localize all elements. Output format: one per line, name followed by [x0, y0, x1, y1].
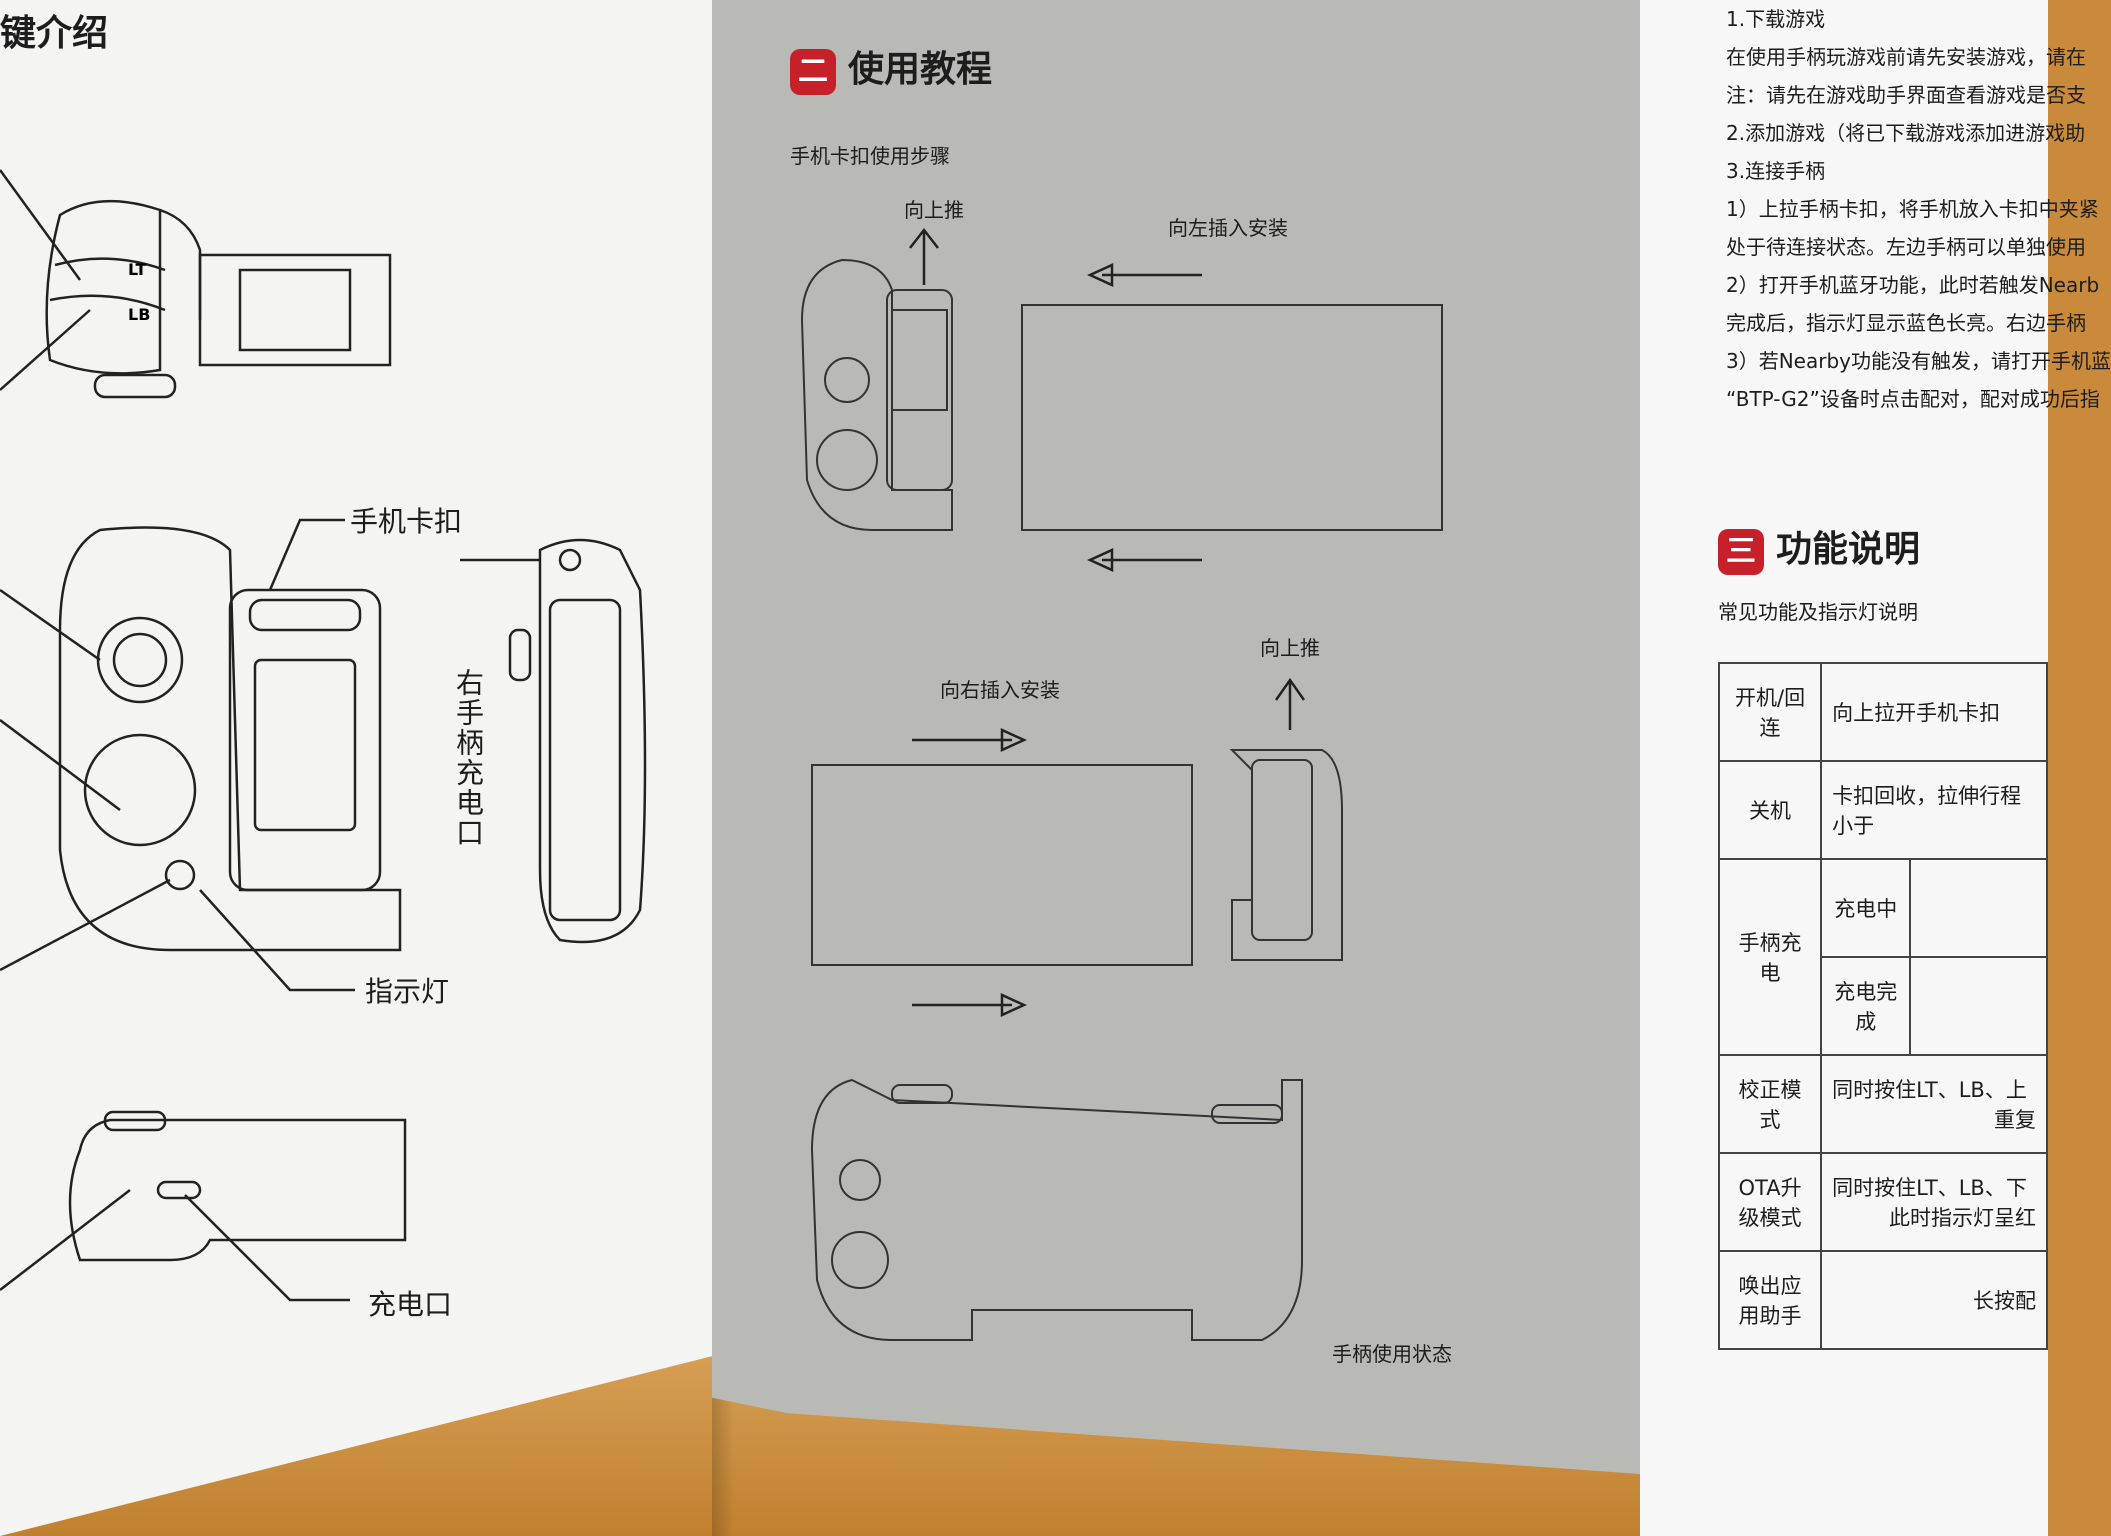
table-cell: OTA升级模式	[1717, 1152, 1823, 1252]
step-three-illustration	[810, 1078, 1303, 1341]
step-line: 在使用手柄玩游戏前请先安装游戏，请在	[1726, 45, 2086, 69]
push-up-label-2: 向上推	[1260, 636, 1320, 660]
function-subheading: 常见功能及指示灯说明	[1718, 600, 1918, 624]
tutorial-heading-row: 二使用教程	[790, 40, 992, 95]
function-heading-row: 三功能说明	[1718, 520, 1920, 575]
lt-button-label: LT	[128, 260, 147, 279]
table-cell: 开机/回连	[1717, 662, 1823, 762]
controller-top-view-illustration: LT LB	[0, 169, 392, 399]
calibration-desc-line: 重复	[1994, 1108, 2036, 1132]
insert-right-label: 向右插入安装	[940, 678, 1060, 702]
calibration-desc-line: 同时按住LT、LB、上	[1832, 1078, 2027, 1102]
step-line: 注：请先在游戏助手界面查看游戏是否支	[1726, 83, 2086, 107]
ota-desc-line: 同时按住LT、LB、下	[1832, 1176, 2027, 1200]
step-line: 1.下载游戏	[1726, 7, 1826, 31]
table-cell: 手柄充电	[1717, 858, 1823, 1056]
table-row: 关机 卡扣回收，拉伸行程小于	[1717, 760, 2048, 860]
section-three-badge: 三	[1718, 529, 1764, 575]
table-cell: 校正模式	[1717, 1054, 1823, 1154]
function-table: 开机/回连 向上拉开手机卡扣 关机 卡扣回收，拉伸行程小于 手柄充电 充电中 充…	[1717, 662, 2048, 1350]
table-cell: 卡扣回收，拉伸行程小于	[1820, 760, 2048, 860]
table-cell: 充电中	[1820, 858, 1912, 958]
section-two-badge: 二	[790, 49, 836, 95]
left-page-heading: 键介绍	[0, 13, 109, 54]
step-line: 1）上拉手柄卡扣，将手机放入卡扣中夹紧	[1726, 197, 2099, 221]
phone-clip-callout: 手机卡扣	[350, 505, 463, 538]
indicator-light-callout: 指示灯	[365, 975, 450, 1008]
table-cell: 同时按住LT、LB、上 重复	[1820, 1054, 2048, 1154]
table-cell: 向上拉开手机卡扣	[1820, 662, 2048, 762]
step-line: 2）打开手机蓝牙功能，此时若触发Nearb	[1726, 273, 2100, 297]
table-cell: 充电完成	[1820, 956, 1912, 1056]
step-line: “BTP-G2”设备时点击配对，配对成功后指	[1726, 387, 2100, 411]
step-line: 3）若Nearby功能没有触发，请打开手机蓝	[1726, 349, 2111, 373]
table-row: 充电完成	[1719, 956, 2048, 1056]
push-up-label-1: 向上推	[904, 198, 964, 222]
controller-front-view-illustration	[0, 518, 402, 992]
table-cell: 唤出应用助手	[1717, 1250, 1823, 1350]
table-cell	[1909, 858, 2048, 958]
step-line: 3.连接手柄	[1726, 159, 1826, 183]
step-line: 2.添加游戏（将已下载游戏添加进游戏助	[1726, 121, 2086, 145]
table-row: OTA升级模式 同时按住LT、LB、下 此时指示灯呈红	[1717, 1152, 2048, 1252]
usage-state-label: 手柄使用状态	[1332, 1342, 1452, 1366]
table-row: 手柄充电 充电中	[1717, 858, 2048, 1056]
table-cell: 长按配	[1820, 1250, 2048, 1350]
middle-page: 二使用教程 手机卡扣使用步骤 向上推 向左插入安装 向右插入安装 向上推 手柄使…	[712, 0, 1647, 1475]
function-heading: 功能说明	[1776, 529, 1921, 570]
charge-port-callout: 充电口	[368, 1288, 453, 1321]
step-line: 完成后，指示灯显示蓝色长亮。右边手柄	[1726, 311, 2086, 335]
setup-steps: 1.下载游戏 在使用手柄玩游戏前请先安装游戏，请在 注：请先在游戏助手界面查看游…	[1726, 0, 2111, 418]
clip-steps-subheading: 手机卡扣使用步骤	[790, 144, 950, 168]
table-row: 开机/回连 向上拉开手机卡扣	[1717, 662, 2048, 762]
step-one-illustration	[800, 227, 1443, 572]
controller-side-view-illustration	[460, 538, 647, 944]
table-cell: 关机	[1717, 760, 1823, 860]
step-line: 处于待连接状态。左边手柄可以单独使用	[1726, 235, 2086, 259]
lb-button-label: LB	[128, 305, 150, 324]
insert-left-label: 向左插入安装	[1168, 216, 1288, 240]
controller-bottom-view-illustration	[0, 1110, 407, 1302]
table-cell: 同时按住LT、LB、下 此时指示灯呈红	[1820, 1152, 2048, 1252]
tutorial-heading: 使用教程	[848, 49, 993, 90]
step-two-illustration	[811, 677, 1343, 1017]
right-charge-port-callout: 右手柄充电口	[452, 668, 485, 848]
table-cell	[1909, 956, 2048, 1056]
table-row: 校正模式 同时按住LT、LB、上 重复	[1717, 1054, 2048, 1154]
left-page: 键介绍 LT LB 手机卡扣 右手柄充电口	[0, 0, 730, 1536]
ota-desc-line: 此时指示灯呈红	[1889, 1206, 2036, 1230]
table-row: 唤出应用助手 长按配	[1717, 1250, 2048, 1350]
